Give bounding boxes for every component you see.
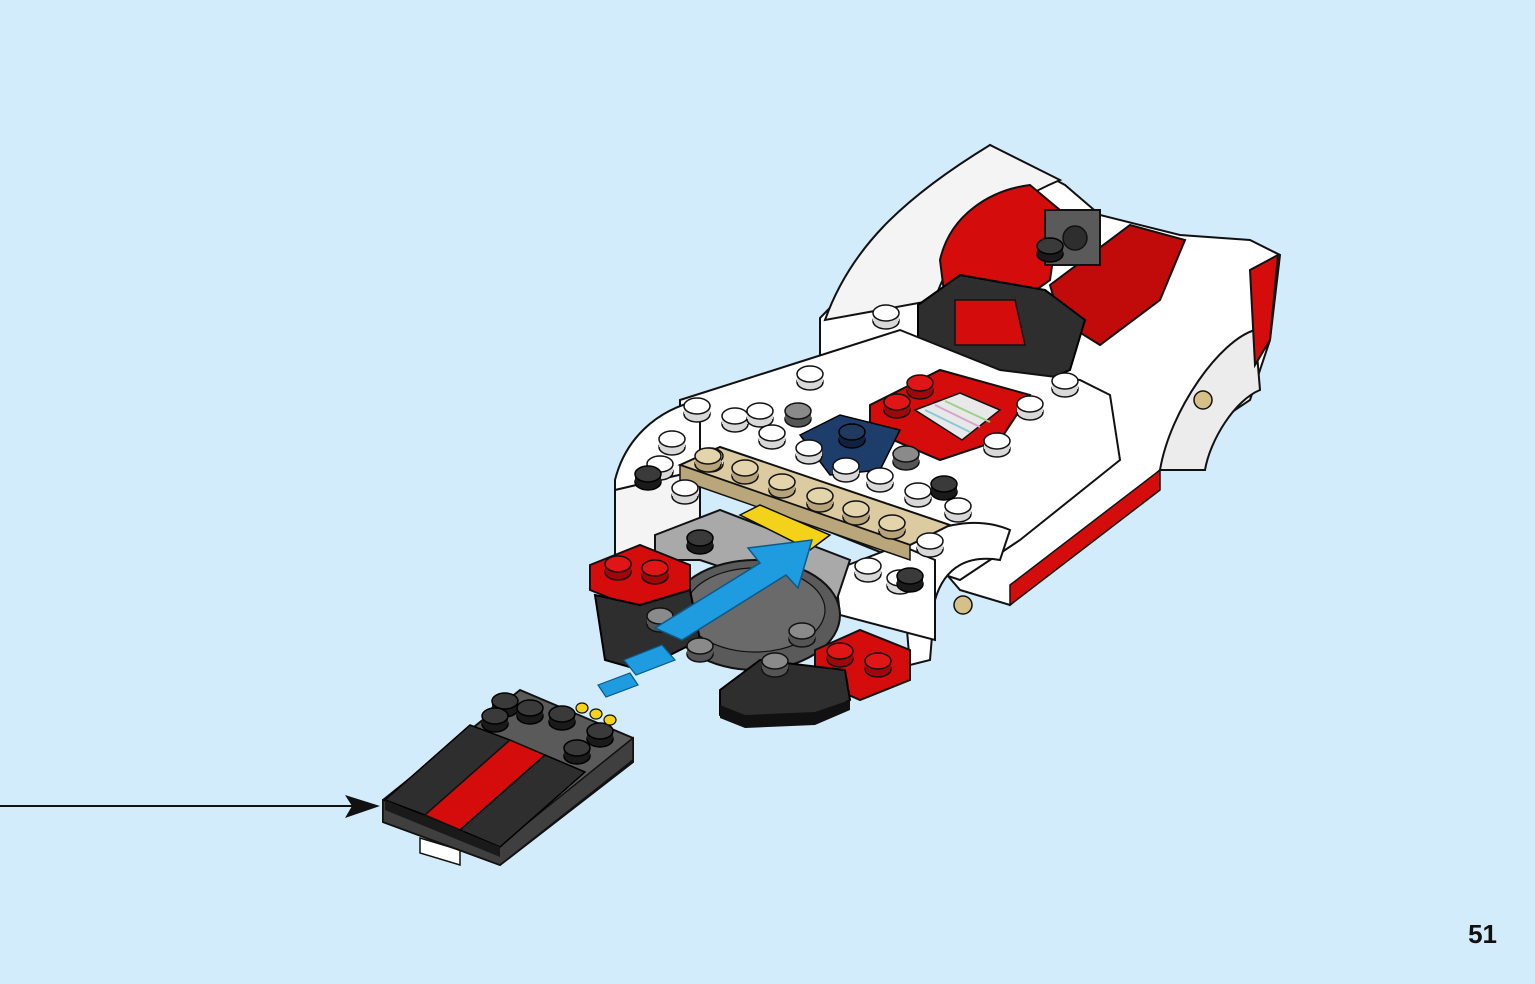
arrow-diagonal-icon — [597, 539, 814, 698]
subassembly-part — [382, 688, 634, 867]
car-model — [589, 143, 1282, 728]
arrow-right-icon — [0, 795, 380, 818]
page-number: 51 — [1468, 919, 1497, 949]
